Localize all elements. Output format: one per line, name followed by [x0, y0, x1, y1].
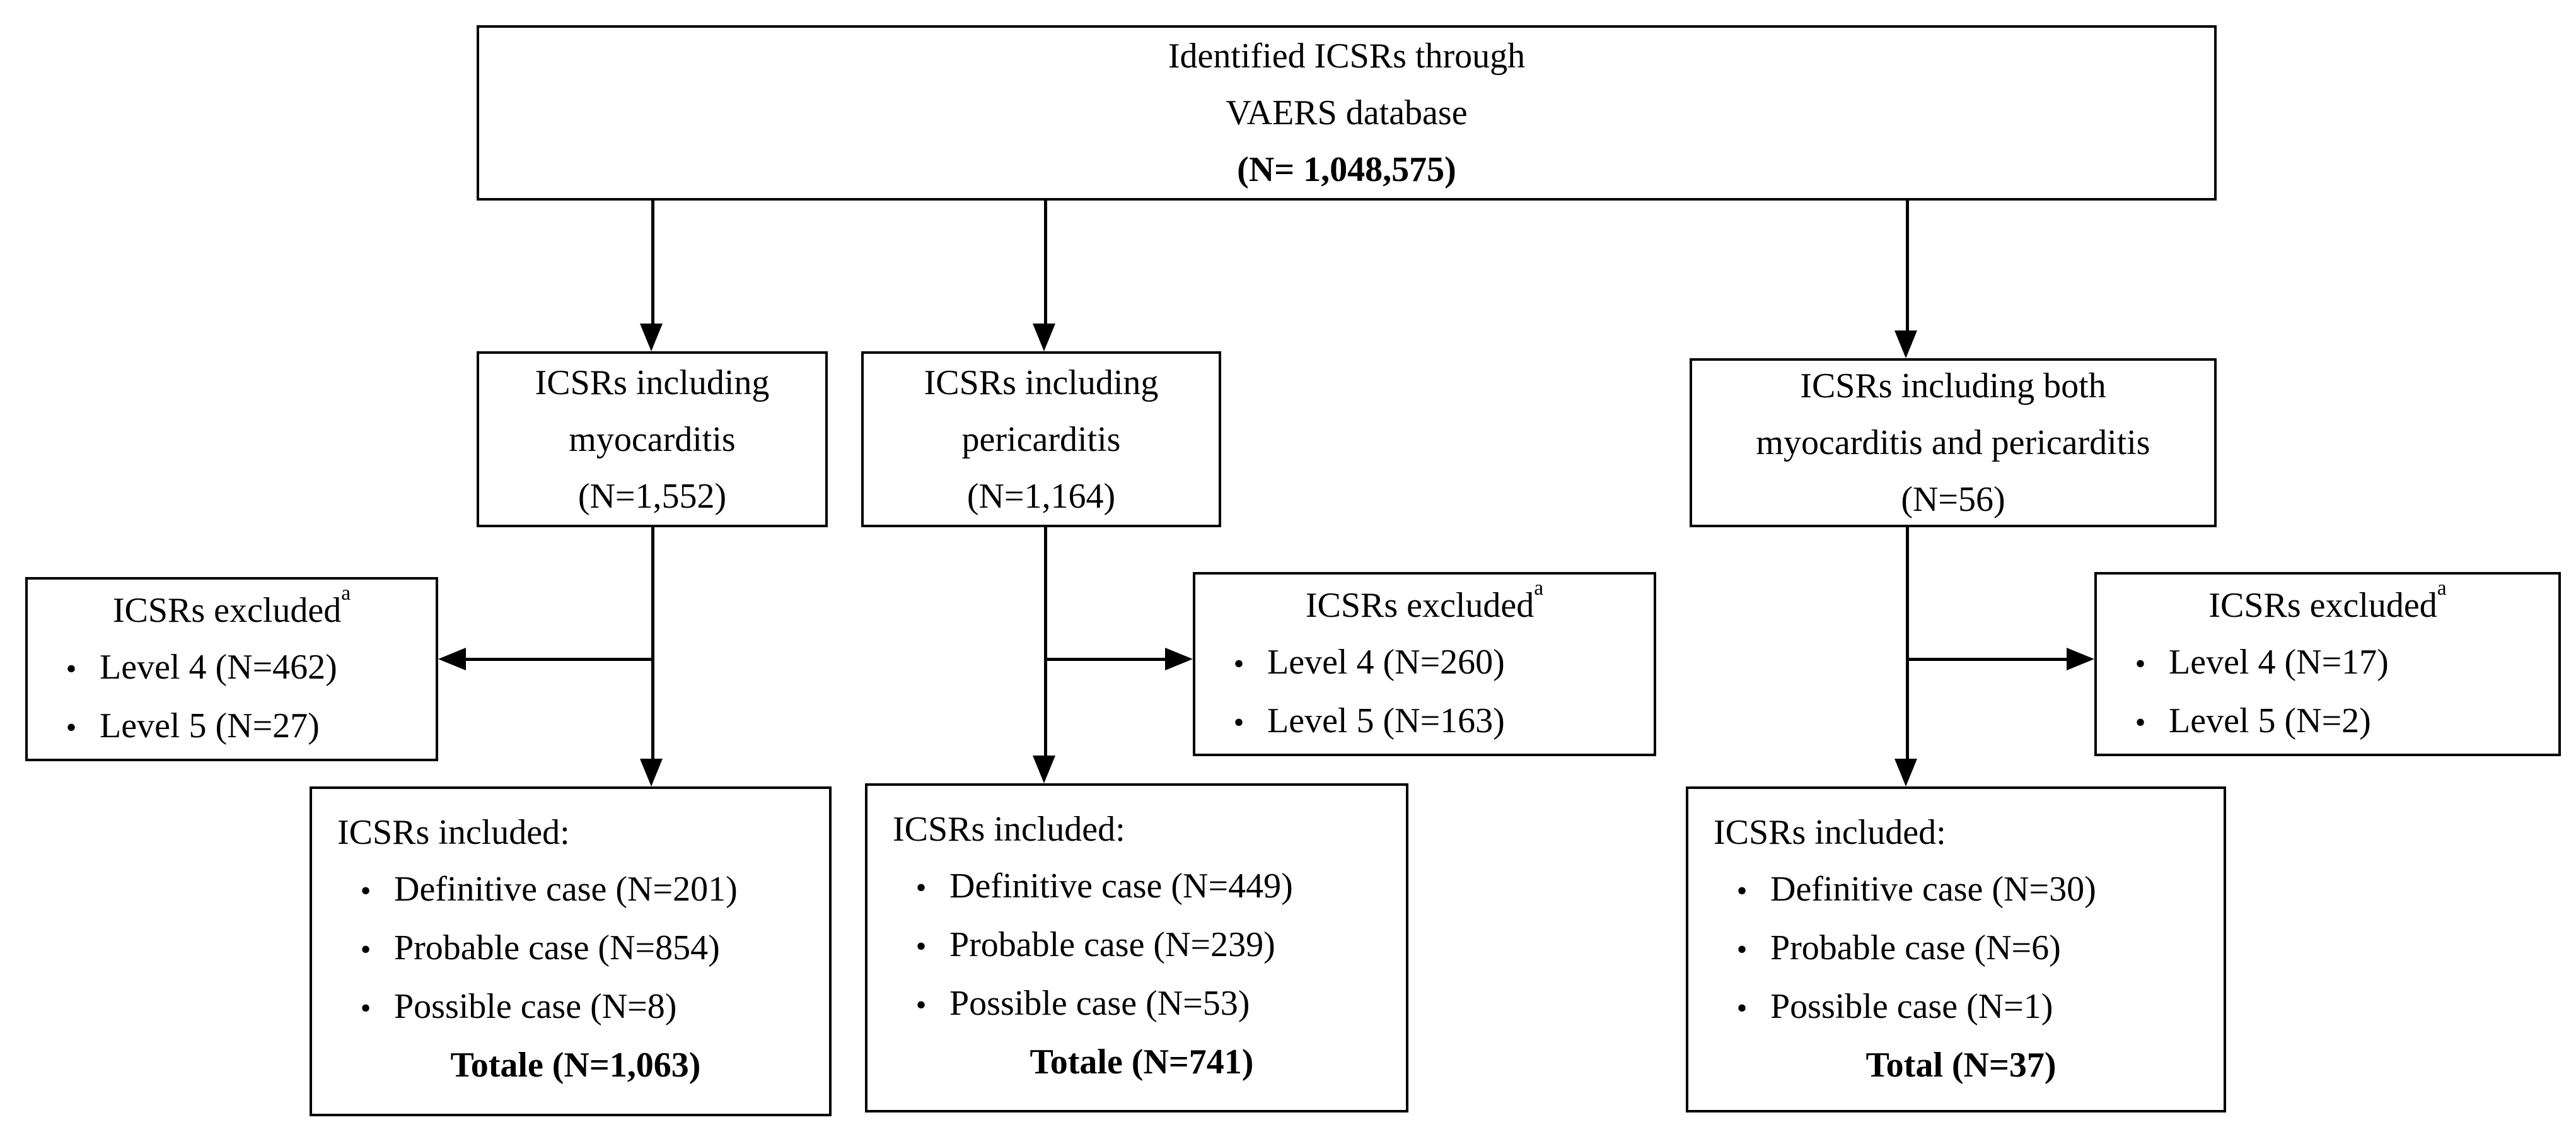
connector-both-to-excluded — [1906, 658, 2067, 661]
connector-pericarditis-to-excluded — [1044, 658, 1165, 661]
bullet-icon: • — [2135, 706, 2146, 739]
bullet-icon: • — [2135, 647, 2146, 680]
included-item-label: Definitive case (N=201) — [394, 870, 738, 909]
bullet-icon: • — [1233, 706, 1244, 739]
bullet-icon: • — [360, 991, 371, 1025]
included-item-label: Possible case (N=8) — [394, 987, 677, 1026]
connector-pericarditis-to-included — [1044, 527, 1047, 757]
excluded-item-label: Level 4 (N=260) — [1267, 643, 1505, 682]
included-item-label: Possible case (N=53) — [949, 984, 1250, 1023]
branch-box-pericarditis: ICSRs including pericarditis (N=1,164) — [861, 351, 1221, 527]
arrow-right-icon — [1165, 648, 1193, 670]
bullet-icon: • — [915, 871, 927, 904]
branch-box-line: myocarditis and pericarditis — [1756, 423, 2150, 462]
source-box-count: (N= 1,048,575) — [1237, 150, 1456, 189]
source-box-line: VAERS database — [1226, 93, 1468, 132]
included-item: • Definitive case (N=201) — [337, 861, 814, 920]
branch-box-line: pericarditis — [961, 419, 1121, 459]
excluded-item: • Level 5 (N=163) — [1210, 692, 1639, 751]
excluded-item-label: Level 4 (N=462) — [100, 648, 337, 687]
connector-myocarditis-to-excluded — [466, 658, 653, 661]
branch-box-myocarditis: ICSRs including myocarditis (N=1,552) — [477, 351, 828, 527]
branch-box-line: myocarditis — [569, 419, 736, 459]
bullet-icon: • — [915, 930, 927, 963]
included-box-total: Totale (N=741) — [1030, 1042, 1254, 1082]
source-box: Identified ICSRs through VAERS database … — [477, 25, 2217, 201]
arrow-right-icon — [2067, 648, 2094, 670]
source-box-line: Identified ICSRs through — [1168, 37, 1526, 76]
branch-box-count: (N=1,552) — [577, 476, 727, 516]
branch-box-count: (N=1,164) — [966, 476, 1116, 516]
arrow-down-icon — [1894, 330, 1917, 358]
included-item: • Probable case (N=239) — [893, 916, 1391, 975]
footnote-marker: a — [2437, 576, 2447, 600]
branch-box-line: ICSRs including — [535, 363, 770, 402]
branch-box-line: ICSRs including both — [1800, 366, 2106, 406]
connector-source-to-pericarditis — [1044, 201, 1047, 325]
bullet-icon: • — [360, 933, 371, 966]
bullet-icon: • — [360, 874, 371, 908]
branch-box-count: (N=56) — [1901, 480, 2005, 519]
bullet-icon: • — [915, 988, 927, 1022]
included-item: • Possible case (N=8) — [337, 978, 814, 1037]
included-box-title: ICSRs included: — [1714, 813, 1946, 852]
excluded-box-myocarditis: ICSRs excludeda • Level 4 (N=462) • Leve… — [25, 577, 438, 761]
included-box-total: Total (N=37) — [1865, 1046, 2057, 1085]
bullet-icon: • — [1736, 933, 1748, 966]
included-item: • Possible case (N=53) — [893, 975, 1391, 1034]
arrow-left-icon — [438, 648, 466, 670]
bullet-icon: • — [66, 711, 77, 744]
included-item: • Probable case (N=6) — [1714, 920, 2208, 978]
excluded-box-title: ICSRs excludeda — [2208, 576, 2447, 625]
included-item-label: Probable case (N=6) — [1770, 928, 2061, 967]
bullet-icon: • — [1233, 647, 1244, 680]
arrow-down-icon — [1033, 756, 1055, 783]
included-box-pericarditis: ICSRs included: • Definitive case (N=449… — [865, 783, 1408, 1112]
included-item-label: Definitive case (N=449) — [949, 867, 1293, 906]
arrow-down-icon — [1033, 324, 1055, 351]
included-item-label: Probable case (N=854) — [394, 928, 720, 967]
arrow-down-icon — [1894, 759, 1917, 786]
connector-source-to-both — [1906, 201, 1909, 332]
included-box-title: ICSRs included: — [337, 813, 570, 852]
branch-box-line: ICSRs including — [924, 363, 1159, 402]
excluded-item: • Level 4 (N=462) — [43, 639, 421, 698]
excluded-item-label: Level 5 (N=27) — [100, 706, 320, 745]
excluded-item-label: Level 4 (N=17) — [2169, 643, 2389, 682]
excluded-item: • Level 5 (N=27) — [43, 698, 421, 756]
footnote-marker: a — [1534, 576, 1544, 600]
branch-box-both: ICSRs including both myocarditis and per… — [1690, 358, 2217, 527]
included-item-label: Definitive case (N=30) — [1770, 870, 2096, 909]
included-item: • Possible case (N=1) — [1714, 978, 2208, 1037]
bullet-icon: • — [66, 652, 77, 686]
included-item-label: Probable case (N=239) — [949, 925, 1275, 964]
included-box-myocarditis: ICSRs included: • Definitive case (N=201… — [310, 786, 832, 1116]
excluded-item: • Level 5 (N=2) — [2112, 692, 2543, 751]
footnote-marker: a — [341, 581, 351, 605]
included-item-label: Possible case (N=1) — [1770, 987, 2053, 1026]
included-box-title: ICSRs included: — [893, 810, 1125, 849]
arrow-down-icon — [640, 759, 663, 786]
included-item: • Definitive case (N=30) — [1714, 861, 2208, 920]
connector-myocarditis-to-included — [651, 527, 654, 761]
arrow-down-icon — [640, 324, 663, 351]
connector-source-to-myocarditis — [651, 201, 654, 325]
bullet-icon: • — [1736, 991, 1748, 1025]
included-box-both: ICSRs included: • Definitive case (N=30)… — [1686, 786, 2226, 1112]
excluded-box-title: ICSRs excludeda — [112, 581, 351, 630]
excluded-box-pericarditis: ICSRs excludeda • Level 4 (N=260) • Leve… — [1193, 572, 1656, 756]
bullet-icon: • — [1736, 874, 1748, 908]
excluded-box-both: ICSRs excludeda • Level 4 (N=17) • Level… — [2094, 572, 2561, 756]
connector-both-to-included — [1906, 527, 1909, 761]
included-box-total: Totale (N=1,063) — [450, 1046, 701, 1085]
excluded-item-label: Level 5 (N=2) — [2169, 701, 2371, 740]
excluded-box-title: ICSRs excludeda — [1305, 576, 1544, 625]
included-item: • Probable case (N=854) — [337, 920, 814, 978]
excluded-item-label: Level 5 (N=163) — [1267, 701, 1505, 740]
excluded-item: • Level 4 (N=260) — [1210, 634, 1639, 692]
excluded-item: • Level 4 (N=17) — [2112, 634, 2543, 692]
included-item: • Definitive case (N=449) — [893, 858, 1391, 916]
